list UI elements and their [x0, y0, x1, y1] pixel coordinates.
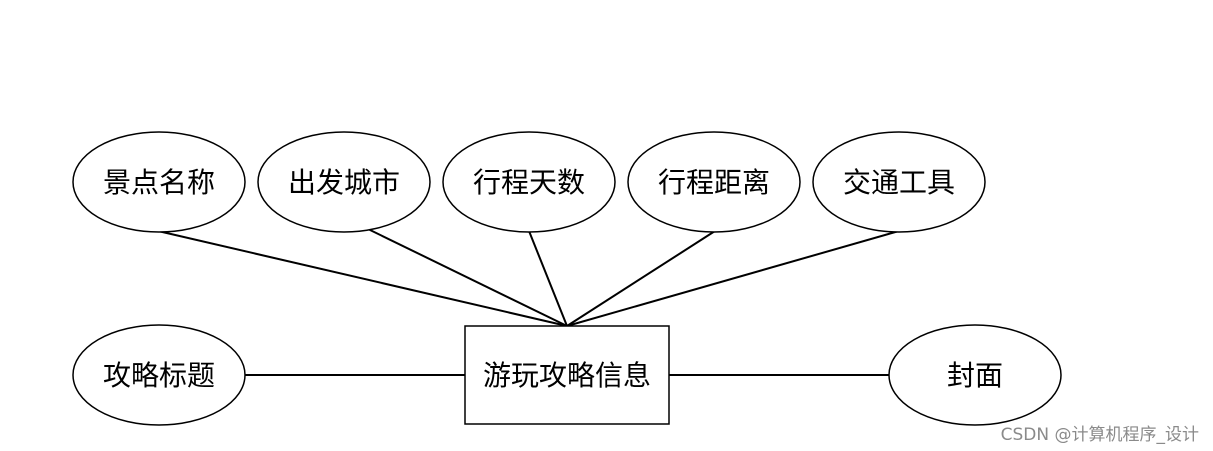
- attribute: 封面: [888, 324, 1062, 426]
- connector-line: [367, 228, 568, 327]
- attribute-ellipse: [442, 131, 616, 233]
- attribute-ellipse: [627, 131, 801, 233]
- attribute-ellipse: [72, 324, 246, 426]
- entity-box: [464, 325, 670, 425]
- connectors: [157, 228, 900, 376]
- attribute-ellipse: [257, 131, 431, 233]
- attribute-label: 攻略标题: [103, 359, 215, 392]
- watermark: CSDN @计算机程序_设计: [1000, 425, 1199, 445]
- attribute: 出发城市: [257, 131, 431, 233]
- attribute-label: 封面: [947, 359, 1003, 392]
- connector-line: [157, 230, 568, 327]
- entity-label: 游玩攻略信息: [483, 359, 651, 392]
- attribute-ellipse: [812, 131, 986, 233]
- connector-line: [528, 230, 568, 327]
- attribute: 攻略标题: [72, 324, 246, 426]
- attribute-label: 交通工具: [843, 166, 955, 199]
- attribute: 交通工具: [812, 131, 986, 233]
- attribute: 景点名称: [72, 131, 246, 233]
- attribute-ellipse: [72, 131, 246, 233]
- connector-line: [566, 230, 716, 327]
- attribute-label: 行程距离: [658, 166, 770, 199]
- entity: 游玩攻略信息: [464, 325, 670, 425]
- connector-line: [566, 230, 900, 327]
- attribute: 行程天数: [442, 131, 616, 233]
- attribute-ellipse: [888, 324, 1062, 426]
- attribute-label: 景点名称: [103, 166, 215, 199]
- attribute-label: 行程天数: [473, 166, 585, 199]
- attribute-label: 出发城市: [288, 166, 400, 199]
- attribute: 行程距离: [627, 131, 801, 233]
